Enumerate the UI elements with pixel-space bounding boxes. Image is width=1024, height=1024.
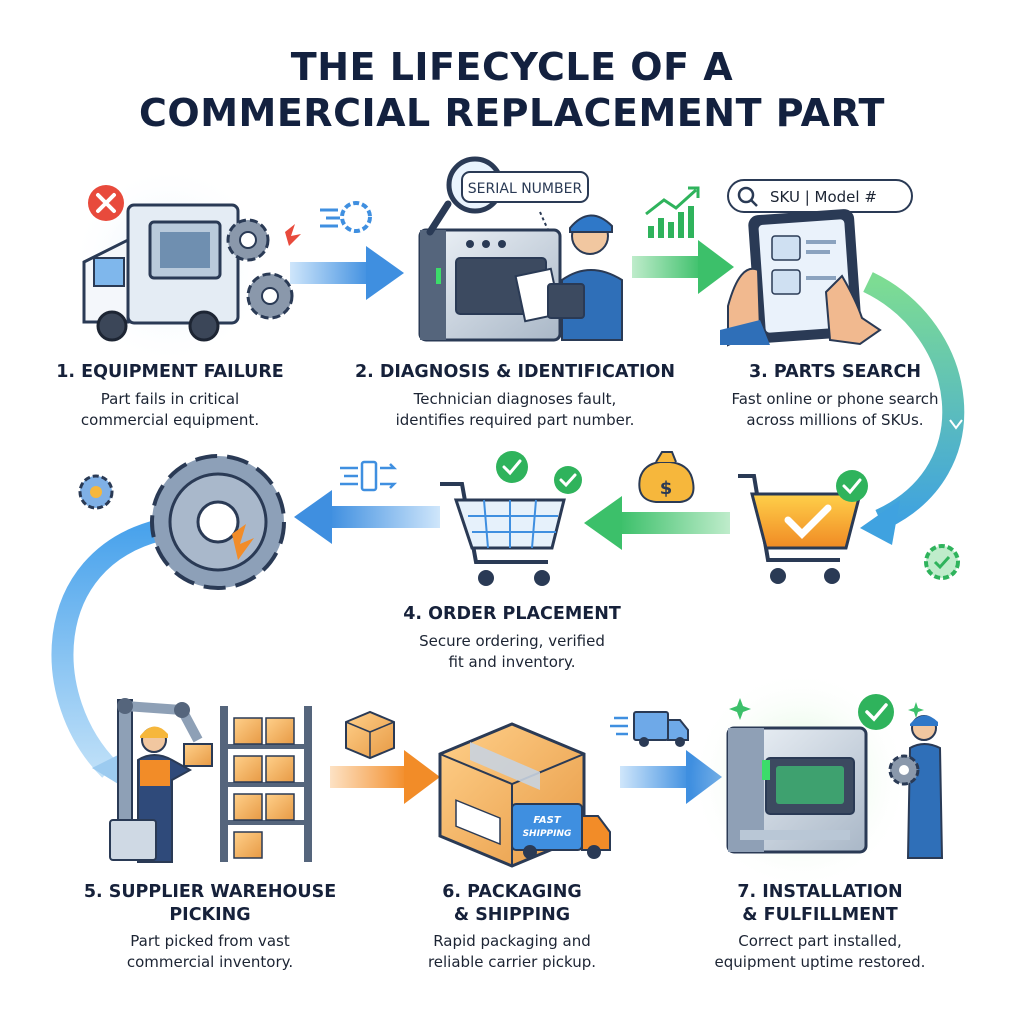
step3-illustration: SKU | Model # xyxy=(645,179,913,347)
commercial-oven-icon xyxy=(726,726,868,854)
step3-title: 3. PARTS SEARCH xyxy=(748,362,922,382)
step2-desc-line2: identifies required part number. xyxy=(395,411,635,429)
truck-icon xyxy=(82,203,240,342)
step4-title: 4. ORDER PLACEMENT xyxy=(403,604,621,624)
step3-desc-line2: across millions of SKUs. xyxy=(746,411,924,429)
tablet-icon xyxy=(720,209,882,347)
step5-title-line2: PICKING xyxy=(169,905,251,925)
arrow-2-to-3 xyxy=(632,240,734,294)
step1-desc-line1: Part fails in critical xyxy=(100,390,240,408)
step2-title: 2. DIAGNOSIS & IDENTIFICATION xyxy=(354,362,676,382)
technician-icon xyxy=(906,715,944,859)
arrow-cart-to-cart xyxy=(584,496,730,550)
page-title-line1: THE LIFECYCLE OF A xyxy=(290,45,734,89)
arrow-5-to-6 xyxy=(330,750,440,804)
sparkle-icon xyxy=(729,698,924,720)
motion-gear-icon xyxy=(320,201,372,233)
search-icon xyxy=(737,186,758,207)
step4-illustration: $ xyxy=(78,451,960,590)
step7-title-line2: & FULFILLMENT xyxy=(742,905,898,925)
error-x-icon xyxy=(88,185,124,221)
serial-number-label: SERIAL NUMBER xyxy=(468,181,583,197)
warehouse-shelf-icon xyxy=(220,706,312,862)
technician-icon xyxy=(514,214,623,341)
arrow-3-to-4-curve xyxy=(860,272,965,545)
moving-van-icon xyxy=(610,711,689,747)
step6-desc-line1: Rapid packaging and xyxy=(433,932,591,950)
step3-desc-line1: Fast online or phone search xyxy=(731,390,939,408)
orange-cart-icon xyxy=(738,470,868,584)
flow-lines-icon xyxy=(340,460,398,492)
serial-number-label-box xyxy=(461,171,589,203)
step2-desc-line1: Technician diagnoses fault, xyxy=(413,390,617,408)
step2-illustration: SERIAL NUMBER xyxy=(418,156,623,342)
step6-title-line2: & SHIPPING xyxy=(453,905,571,925)
step7-desc-line1: Correct part installed, xyxy=(738,932,902,950)
step4-desc-line2: fit and inventory. xyxy=(448,653,576,671)
green-gear-icon xyxy=(924,544,960,580)
step5-desc-line2: commercial inventory. xyxy=(126,953,294,971)
svg-text:$: $ xyxy=(660,478,673,499)
step4-desc-line1: Secure ordering, verified xyxy=(419,632,605,650)
floating-box-icon xyxy=(345,710,395,760)
arrow-4-to-5-curve xyxy=(51,519,163,790)
check-icon xyxy=(858,694,894,730)
page-title-line2: COMMERCIAL REPLACEMENT PART xyxy=(139,91,885,135)
gear-icon xyxy=(888,754,920,786)
workstation-icon xyxy=(109,819,157,861)
check-icon xyxy=(496,451,582,494)
step1-illustration xyxy=(70,165,372,365)
step5-title-line1: 5. SUPPLIER WAREHOUSE xyxy=(83,882,337,902)
step7-title-line1: 7. INSTALLATION xyxy=(737,882,903,902)
step5-desc-line1: Part picked from vast xyxy=(130,932,290,950)
step1-desc-line2: commercial equipment. xyxy=(80,411,260,429)
step6-illustration: FAST SHIPPING xyxy=(438,711,689,868)
step6-desc-line2: reliable carrier pickup. xyxy=(427,953,597,971)
step1-title: 1. EQUIPMENT FAILURE xyxy=(56,362,284,382)
money-bag-icon: $ xyxy=(638,451,695,503)
gear-icon xyxy=(226,218,301,320)
arrow-cart-to-gear xyxy=(294,490,440,544)
step7-desc-line2: equipment uptime restored. xyxy=(714,953,926,971)
delivery-truck-icon xyxy=(511,803,611,859)
step6-title-line1: 6. PACKAGING xyxy=(442,882,582,902)
sku-search-text: SKU | Model # xyxy=(770,188,877,206)
shopping-cart-icon xyxy=(440,482,566,586)
arrow-1-to-2 xyxy=(290,246,404,300)
fast-shipping-line2: SHIPPING xyxy=(523,829,572,839)
step7-illustration xyxy=(690,670,944,890)
fast-shipping-line1: FAST xyxy=(533,815,561,826)
small-gear-icon xyxy=(78,474,114,510)
trend-chart-icon xyxy=(645,186,700,238)
large-gear-icon xyxy=(150,454,286,590)
step5-illustration xyxy=(109,698,395,863)
